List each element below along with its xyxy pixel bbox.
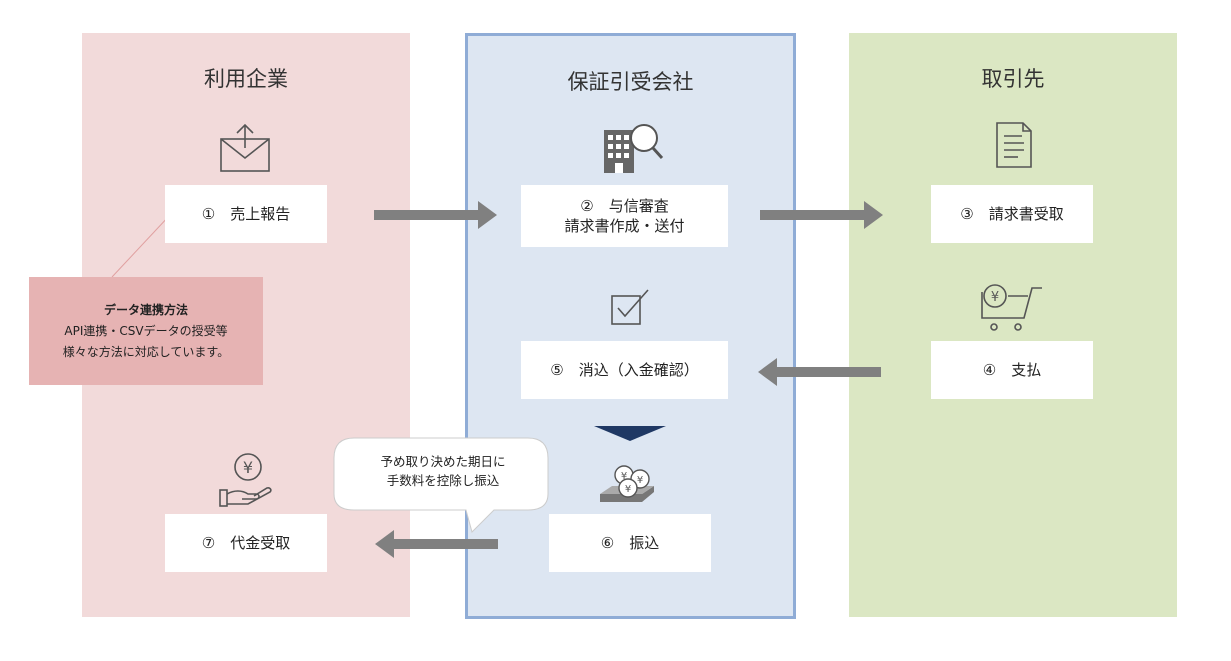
- svg-text:¥: ¥: [637, 475, 643, 486]
- partner-lane-title: 取引先: [981, 67, 1045, 91]
- step-2-credit-check-invoice: ② 与信審査請求書作成・送付: [521, 185, 728, 247]
- transfer-note-text: 予め取り決めた期日に 手数料を控除し振込: [338, 452, 548, 490]
- step-label-line: ⑦ 代金受取: [201, 534, 291, 552]
- step-6-transfer: ⑥ 振込: [549, 514, 711, 572]
- bubble-line-1: 予め取り決めた期日に: [380, 454, 506, 469]
- bubble-line-2: 手数料を控除し振込: [386, 473, 500, 488]
- step-label-line: ⑥ 振込: [600, 534, 660, 552]
- guarantor-lane-title: 保証引受会社: [567, 70, 694, 94]
- step-label-line: ④ 支払: [982, 361, 1042, 379]
- svg-text:¥: ¥: [991, 290, 999, 305]
- callout-line-1: API連携・CSVデータの授受等: [64, 323, 228, 338]
- step-7-payment-received: ⑦ 代金受取: [165, 514, 327, 572]
- coins-tray-icon: ¥ ¥ ¥: [596, 462, 662, 508]
- step-4-payment: ④ 支払: [931, 341, 1093, 399]
- step-label-line: 請求書作成・送付: [564, 217, 685, 235]
- arrow-right-step1-to-step2: [374, 200, 498, 230]
- step-label-line: ⑤ 消込（入金確認）: [550, 361, 699, 379]
- svg-text:¥: ¥: [243, 458, 253, 477]
- step-label-line: ② 与信審査: [580, 197, 669, 215]
- svg-text:¥: ¥: [621, 471, 627, 482]
- step-label-line: ③ 請求書受取: [960, 205, 1064, 223]
- step-label-line: ① 売上報告: [201, 205, 291, 223]
- step-3-invoice-receipt: ③ 請求書受取: [931, 185, 1093, 243]
- transfer-note-bubble: [333, 437, 549, 533]
- svg-text:¥: ¥: [625, 484, 631, 495]
- arrow-right-step2-to-step3: [760, 200, 884, 230]
- checkbox-icon: [610, 288, 652, 326]
- data-integration-callout: データ連携方法 API連携・CSVデータの授受等 様々な方法に対応しています。: [29, 277, 263, 385]
- partner-lane: 取引先: [849, 33, 1177, 617]
- arrow-left-step6-to-step7: [374, 529, 498, 559]
- step-1-sales-report: ① 売上報告: [165, 185, 327, 243]
- arrow-down-step5-to-step6: [594, 426, 666, 442]
- yen-cart-icon: ¥: [980, 282, 1046, 334]
- upload-envelope-icon: [218, 122, 272, 174]
- callout-line-2: 様々な方法に対応しています。: [62, 344, 230, 359]
- callout-title: データ連携方法: [103, 302, 188, 317]
- step-5-reconciliation: ⑤ 消込（入金確認）: [521, 341, 728, 399]
- arrow-left-step4-to-step5: [757, 357, 881, 387]
- building-magnifier-icon: [600, 120, 664, 176]
- user-company-lane-title: 利用企業: [204, 67, 288, 91]
- yen-hand-icon: ¥: [218, 452, 274, 510]
- document-icon: [994, 120, 1034, 170]
